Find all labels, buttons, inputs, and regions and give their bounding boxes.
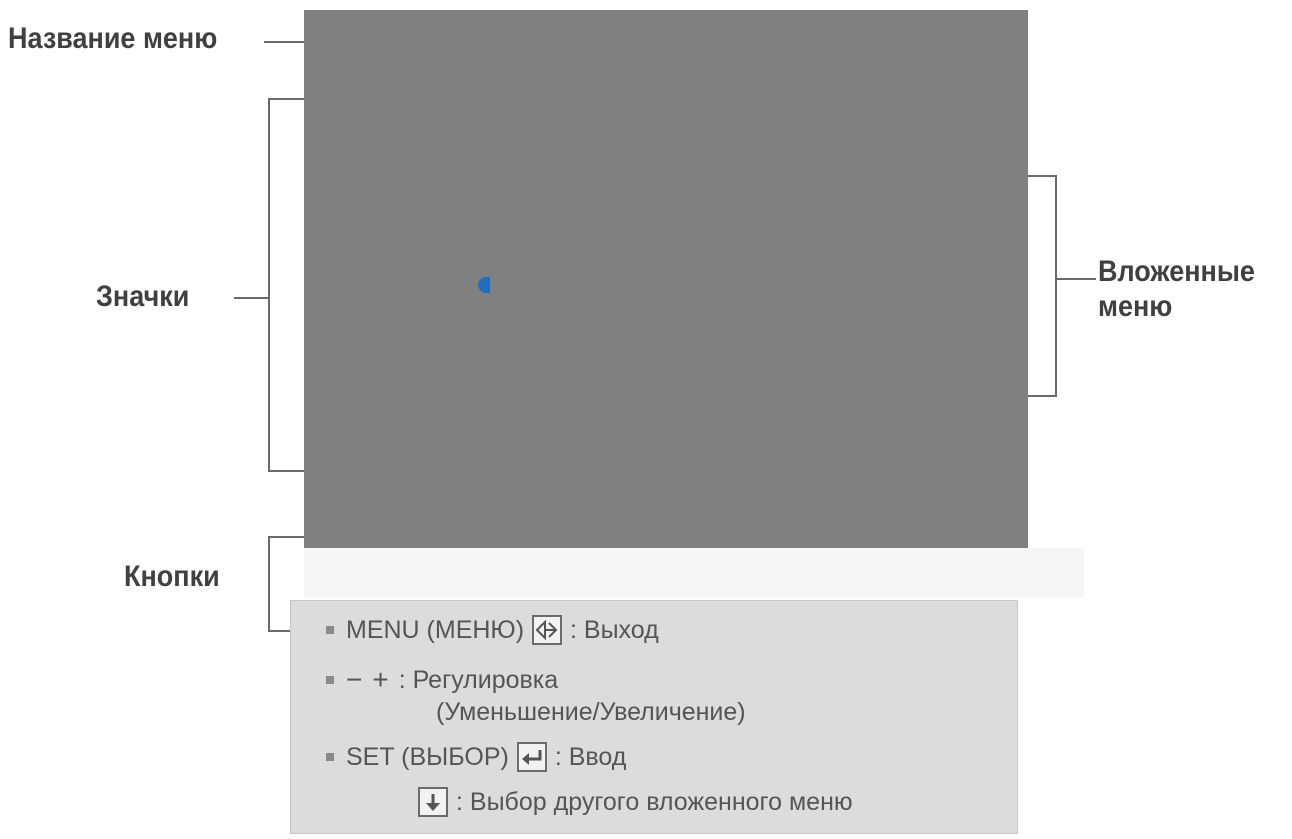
screen-bottom-band	[304, 548, 1084, 598]
bullet	[326, 626, 334, 634]
menu-key-action: : Выход	[570, 615, 659, 644]
bracket-icons-bottom	[268, 470, 304, 472]
bracket-buttons-top	[268, 536, 304, 538]
legend-row-menu: MENU (МЕНЮ) : Выход	[326, 615, 659, 645]
adjust-action: : Регулировка	[398, 665, 559, 694]
legend-row-adjust-detail: (Уменьшение/Увеличение)	[436, 698, 746, 727]
legend-row-next-submenu: : Выбор другого вложенного меню	[418, 787, 853, 817]
adjust-detail: (Уменьшение/Увеличение)	[436, 698, 746, 726]
buttons-legend-panel	[290, 600, 1018, 834]
menu-key-label: MENU (МЕНЮ)	[346, 615, 525, 644]
bracket-buttons-vertical	[268, 536, 270, 632]
screen-dot-marker	[478, 277, 490, 293]
bullet	[326, 676, 334, 685]
bracket-submenus-top	[1028, 175, 1056, 177]
legend-row-adjust: − + : Регулировка	[326, 664, 558, 696]
bracket-buttons-bottom	[268, 630, 292, 632]
callout-menu-title: Название меню	[8, 22, 218, 55]
bullet	[326, 753, 334, 761]
set-key-action: : Ввод	[554, 742, 627, 771]
callout-submenus: Вложенные меню	[1098, 255, 1255, 324]
plus-key-label: +	[372, 664, 389, 695]
bracket-icons-vertical	[268, 98, 270, 472]
next-submenu-action: : Выбор другого вложенного меню	[456, 787, 853, 816]
arrow-down-icon	[418, 787, 448, 817]
callout-submenus-line1: Вложенные	[1098, 255, 1255, 288]
callout-icons: Значки	[96, 280, 190, 313]
set-key-label: SET (ВЫБОР)	[346, 742, 509, 771]
leader-menu-title	[264, 41, 304, 43]
bracket-submenus-bottom	[1028, 395, 1056, 397]
leader-icons	[234, 297, 268, 299]
leader-submenus	[1056, 278, 1096, 280]
callout-buttons: Кнопки	[124, 560, 220, 593]
enter-icon	[516, 742, 547, 772]
bracket-submenus-vertical	[1055, 175, 1057, 397]
callout-submenus-line2: меню	[1098, 289, 1173, 323]
minus-key-label: −	[346, 664, 363, 695]
exit-icon	[532, 615, 563, 645]
legend-row-set: SET (ВЫБОР) : Ввод	[326, 742, 626, 772]
bracket-icons-top	[268, 98, 304, 100]
osd-screen	[304, 10, 1028, 548]
